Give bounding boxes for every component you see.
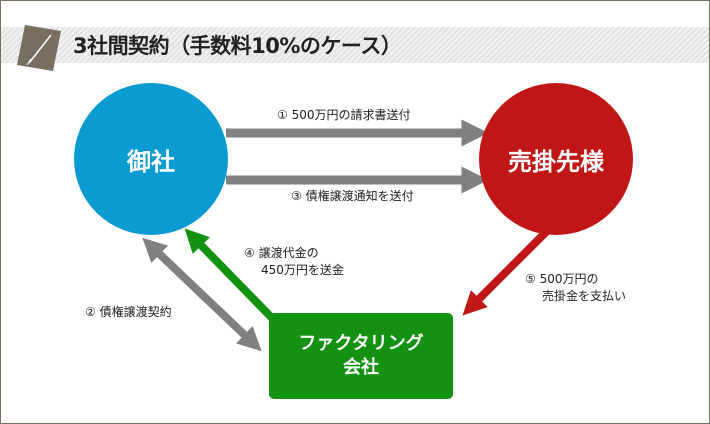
step3-label: ③ 債権譲渡通知を送付 bbox=[291, 189, 414, 203]
arrow-contract bbox=[142, 237, 262, 352]
factoring-label-1: ファクタリング bbox=[298, 333, 424, 354]
factoring-label-2: 会社 bbox=[343, 357, 379, 378]
step5-label: ⑤ 500万円の 売掛金を支払い bbox=[525, 271, 626, 305]
arrow-payment-from-customer bbox=[462, 226, 552, 316]
node-customer: 売掛先様 bbox=[479, 83, 633, 235]
node-company: 御社 bbox=[74, 83, 228, 235]
step4-line2: 450万円を送金 bbox=[261, 263, 344, 277]
title-band bbox=[1, 27, 709, 63]
step1-label: ① 500万円の請求書送付 bbox=[277, 108, 411, 122]
arrow-payment-to-company bbox=[184, 228, 276, 322]
node-factoring: ファクタリング 会社 bbox=[269, 313, 453, 399]
step2-label: ② 債権譲渡契約 bbox=[85, 305, 172, 319]
step5-line1: ⑤ 500万円の bbox=[525, 272, 599, 286]
step5-line2: 売掛金を支払い bbox=[542, 289, 627, 303]
page-title: 3社間契約（手数料10%のケース） bbox=[73, 34, 402, 58]
step4-line1: ④ 譲渡代金の bbox=[244, 246, 319, 260]
step4-label: ④ 譲渡代金の 450万円を送金 bbox=[244, 245, 344, 279]
pen-icon bbox=[17, 25, 61, 71]
